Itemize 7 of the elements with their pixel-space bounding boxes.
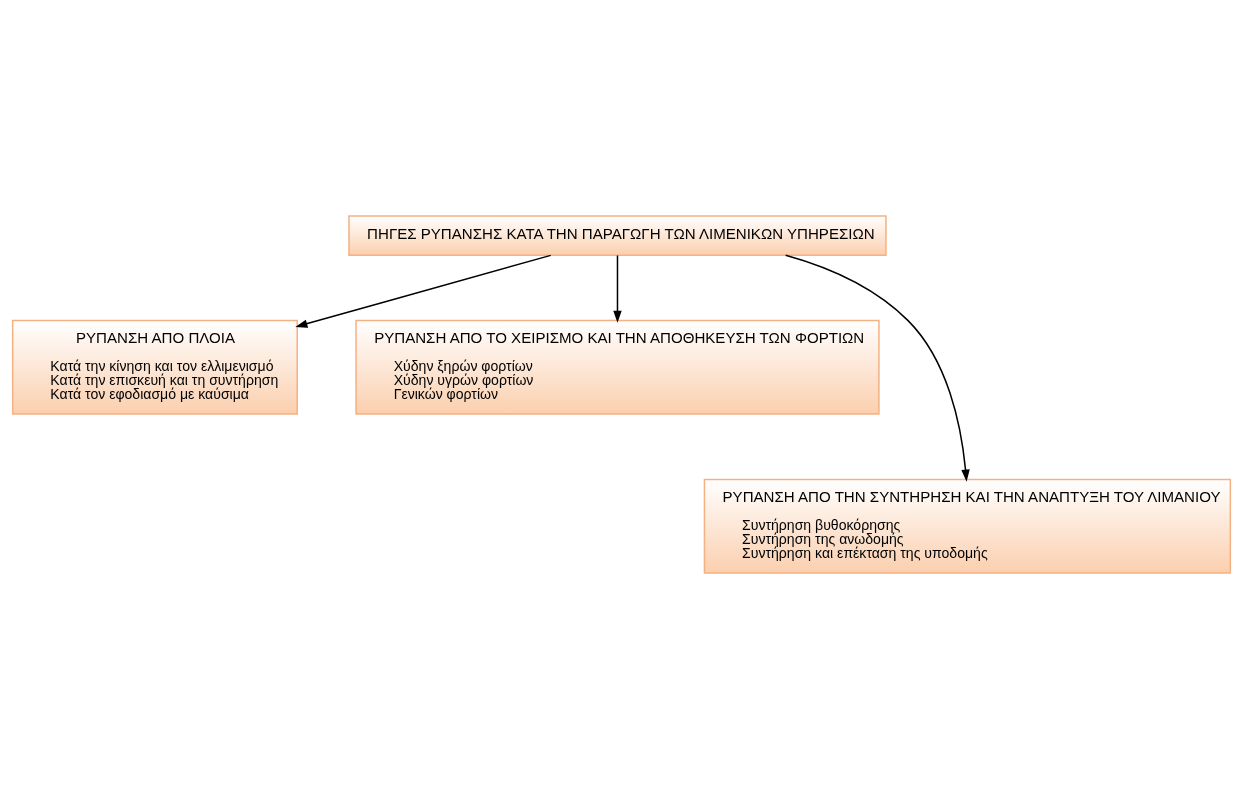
- arrow: [613, 254, 622, 323]
- node-box: ΡΥΠΑΝΣΗ ΑΠΟ ΤΟ ΧΕΙΡΙΣΜΟ ΚΑΙ ΤΗΝ ΑΠΟΘΗΚΕΥΣΗ ΤΩΝ ΦΟΡΤΙΩΝ Χύδην ξηρών φορτίων Χύδην υγρών φορτίων Γενικών φορτίων: [355, 319, 880, 415]
- node-box: ΠΗΓΕΣ ΡΥΠΑΝΣΗΣ ΚΑΤΑ ΤΗΝ ΠΑΡΑΓΩΓΗ ΤΩΝ ΛΙΜΕΝΙΚΩΝ ΥΠΗΡΕΣΙΩΝ: [348, 215, 887, 256]
- arrow: [295, 254, 552, 328]
- node-box: ΡΥΠΑΝΣΗ ΑΠΟ ΠΛΟΙΑ Κατά την κίνηση και τον ελλιμενισμό Κατά την επισκευή και τη συντήρηση Κατά τον εφοδιασμό με καύσιμα: [11, 319, 298, 415]
- arrow: [784, 254, 970, 482]
- node-box: ΡΥΠΑΝΣΗ ΑΠΟ ΤΗΝ ΣΥΝΤΗΡΗΣΗ ΚΑΙ ΤΗΝ ΑΝΑΠΤΥΞΗ ΤΟΥ ΛΙΜΑΝΙΟΥ Συντήρηση βυθοκόρησης Συντήρηση της ανωδομής Συντήρηση και επέκταση της υποδομής: [703, 478, 1232, 574]
